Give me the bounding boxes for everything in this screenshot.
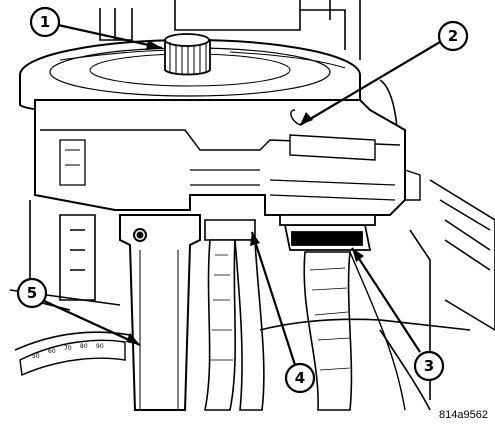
wiring-harness-right [303,251,406,411]
callout-3: 3 [413,350,445,382]
gauge-label-50: 50 [32,353,40,360]
callout-2: 2 [437,20,469,52]
arrowhead-2 [300,112,313,125]
leader-hook-2 [290,109,301,126]
callout-4: 4 [284,362,316,394]
arrowhead-5 [126,333,140,345]
callout-number-2: 2 [448,27,458,45]
arrowhead-1 [146,40,162,50]
arrowhead-3 [352,248,364,262]
splined-hub [164,33,211,76]
switch-housing [34,99,421,216]
wiring-harness-left [204,219,265,411]
arrowheads [126,40,364,345]
callout-1: 1 [29,6,61,38]
right-connector [279,214,376,251]
lower-left-structure [9,200,131,351]
right-panel [259,179,495,411]
steering-column [119,214,201,411]
leader-lines [41,23,441,366]
background-structure [99,0,400,181]
angle-gauge: 50 60 70 80 90 [19,339,126,377]
callout-number-5: 5 [27,284,37,302]
callout-5: 5 [16,277,48,309]
gauge-label-60: 60 [48,348,56,355]
leader-line-4 [250,231,297,366]
callout-number-1: 1 [40,13,50,31]
gauge-label-90: 90 [96,343,104,350]
gauge-label-70: 70 [64,345,72,352]
leader-line-2 [299,41,441,126]
leader-line-5 [41,299,141,346]
callout-number-3: 3 [424,357,434,375]
figure-code: 814a9562 [439,409,488,421]
arrowhead-4 [250,232,260,246]
leader-line-3 [351,247,421,353]
callout-number-4: 4 [295,369,305,387]
gauge-label-80: 80 [80,343,88,350]
leader-line-1 [57,23,163,50]
